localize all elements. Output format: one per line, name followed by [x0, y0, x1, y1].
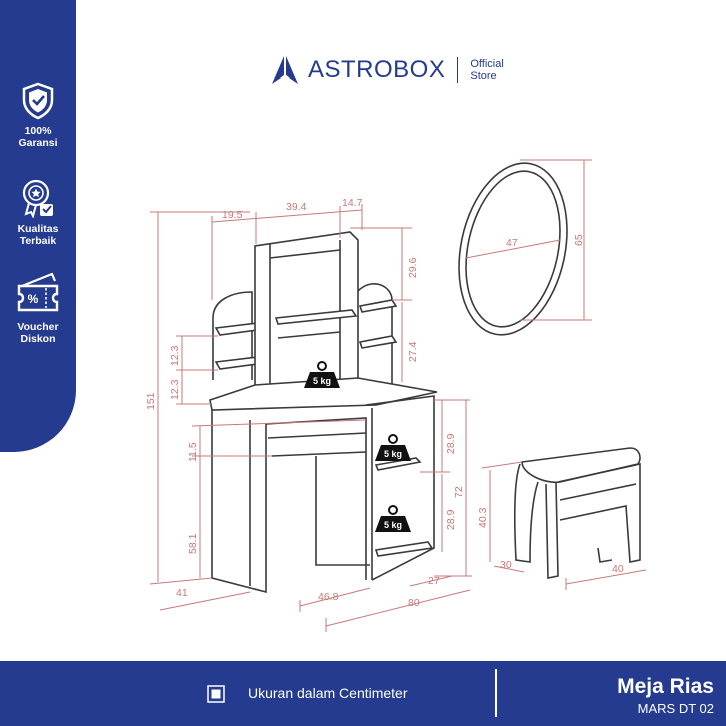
dim-shelf-w2: 39.4	[286, 201, 307, 213]
dim-leg-h: 58.1	[187, 533, 199, 554]
voucher-ticket-icon: %	[17, 272, 59, 312]
brand-sub-line1: Official	[470, 58, 504, 70]
stool-back-leg	[597, 547, 613, 563]
warranty-line1: 100%	[24, 125, 52, 137]
brand-logo: ASTROBOX Official Store	[268, 54, 504, 86]
dressing-table	[209, 231, 438, 594]
voucher-line2: Diskon	[20, 333, 56, 345]
weight-icon: 5 kg	[375, 505, 411, 532]
dim-side-shelf-b: 12.3	[169, 379, 181, 400]
voucher-line1: Voucher	[17, 321, 59, 333]
stool-leg-left	[514, 463, 539, 563]
dim-desk-width: 80	[408, 597, 420, 609]
dim-cabinet-upper: 28.9	[445, 433, 457, 454]
dim-side-shelf-a: 12.3	[169, 345, 181, 366]
sidebar-item-quality: Kualitas Terbaik	[0, 178, 76, 247]
dim-cabinet-depth: 27	[428, 575, 440, 587]
sidebar: 100% Garansi Kualitas Terbaik % Voucher …	[0, 0, 76, 452]
sidebar-item-voucher: % Voucher Diskon	[0, 272, 76, 345]
dim-shelf-w3: 14.7	[342, 197, 363, 209]
shield-check-icon	[22, 82, 54, 120]
weight-label-hutch: 5 kg	[313, 376, 331, 386]
brand-divider	[457, 57, 459, 83]
product-model: MARS DT 02	[637, 701, 714, 716]
mirror: 47 65	[458, 159, 592, 336]
dim-table-h: 72	[453, 486, 465, 498]
brand-sub-line2: Store	[470, 70, 497, 82]
product-title: Meja Rias	[617, 675, 714, 698]
frame-icon	[207, 685, 225, 703]
dim-stool-width: 40	[612, 563, 624, 575]
hutch-shelf	[274, 309, 358, 325]
weight-label-shelf: 5 kg	[384, 449, 402, 459]
dim-stool-height: 40.3	[477, 507, 489, 528]
footer-divider	[495, 669, 497, 717]
furniture-technical-drawing: .ln { stroke:#3a3a3a; stroke-width:1.6; …	[145, 159, 647, 632]
right-shelf-lower	[358, 335, 398, 349]
brand-name: ASTROBOX	[308, 56, 446, 83]
right-shelf-upper	[358, 299, 398, 313]
dim-cabinet-lower: 28.9	[445, 509, 457, 530]
dim-desk-inner: 46.8	[318, 591, 339, 603]
dim-mirror-height: 65	[573, 234, 585, 246]
weight-label-cabinet: 5 kg	[384, 520, 402, 530]
weight-icon: 5 kg	[304, 361, 340, 388]
dim-drawer-h: 11.5	[187, 442, 199, 462]
left-leg-panel	[211, 410, 267, 594]
dim-hutch-lower: 27.4	[407, 341, 419, 362]
award-badge-icon	[22, 179, 53, 219]
cabinet-shelf-lower	[374, 541, 434, 557]
left-wing-panel	[212, 291, 253, 380]
hutch-frame	[254, 231, 359, 385]
warranty-line2: Garansi	[18, 137, 58, 149]
quality-line2: Terbaik	[19, 235, 57, 247]
inner-panel	[315, 456, 370, 566]
dim-depth: 41	[176, 587, 188, 599]
table-dimensions: 151 19.5 39.4 14.7 29.6 27.4 12.3 12.3 1…	[145, 197, 472, 632]
dim-stool-depth: 30	[500, 559, 512, 571]
quality-line1: Kualitas	[17, 223, 59, 235]
stool-front-leg	[545, 481, 559, 579]
footer-bar: Ukuran dalam Centimeter Meja Rias MARS D…	[0, 661, 726, 726]
dim-mirror-width: 47	[506, 237, 518, 249]
dim-top-hutch: 29.6	[407, 257, 419, 278]
brand-subtitle: Official Store	[470, 58, 503, 82]
stool: 40.3 30 40	[477, 447, 647, 590]
svg-text:%: %	[28, 292, 39, 306]
sidebar-item-warranty: 100% Garansi	[0, 82, 76, 149]
right-wing-panel	[356, 283, 393, 388]
unit-note: Ukuran dalam Centimeter	[248, 685, 408, 701]
dim-total-height: 151	[145, 392, 157, 410]
astrobox-logo-icon	[272, 56, 298, 84]
stool-right-panel	[557, 463, 641, 563]
weight-icon: 5 kg	[375, 434, 411, 461]
dim-shelf-w1: 19.5	[222, 209, 243, 221]
